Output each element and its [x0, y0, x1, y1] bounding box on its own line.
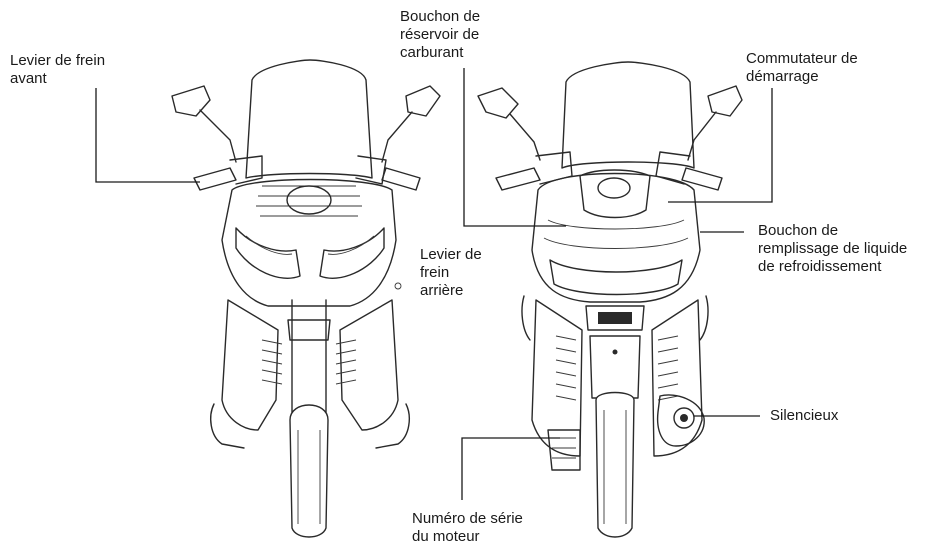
label-muffler: Silencieux: [770, 407, 839, 424]
front-left-grip: [193, 167, 237, 191]
label-starter-switch: Commutateur de démarrage: [746, 50, 858, 85]
leader-engine-serial: [461, 437, 560, 500]
front-lower-body: [221, 299, 279, 431]
label-engine-serial-number: Numéro de série du moteur: [412, 510, 523, 545]
label-coolant-cap: Bouchon de remplissage de liquide de ref…: [758, 222, 908, 275]
leader-lines: [95, 68, 773, 500]
leader-fuel-cap: [463, 68, 566, 227]
rear-right-mirror: [707, 85, 743, 117]
label-fuel-tank-cap: Bouchon de réservoir de carburant: [400, 8, 481, 61]
scooter-rear-view: [477, 61, 743, 538]
leader-starter: [668, 88, 773, 203]
rear-upper-body: [531, 172, 701, 303]
rear-left-mirror: [477, 87, 519, 119]
rear-tire: [595, 391, 635, 538]
label-front-brake-lever: Levier de frein avant: [10, 52, 106, 87]
scooter-front-view: [171, 59, 441, 538]
rear-right-grip: [681, 167, 723, 191]
leader-front-brake: [95, 88, 200, 183]
rear-windscreen: [561, 61, 695, 169]
front-left-mirror: [171, 85, 211, 117]
rear-lower-body: [531, 299, 583, 457]
front-right-mirror: [405, 85, 441, 117]
label-rear-brake-lever: Levier de frein arrière: [420, 246, 482, 299]
front-tire: [289, 404, 329, 538]
front-windscreen: [245, 59, 373, 179]
rear-left-grip: [495, 167, 541, 191]
front-right-grip: [381, 167, 421, 191]
front-fairing: [221, 178, 397, 307]
rear-muffler: [656, 394, 705, 447]
